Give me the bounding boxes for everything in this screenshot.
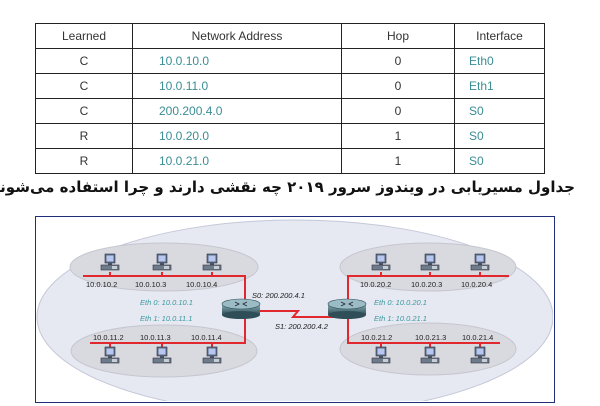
host-label: 10.0.21.3 (415, 333, 446, 342)
cell-interface: S0 (454, 98, 545, 124)
host-label: 10.0.20.4 (461, 280, 492, 289)
cell-learned: C (35, 73, 133, 99)
left-eth0-label: Eth 0: 10.0.10.1 (140, 298, 193, 307)
host-label: 10.0.20.2 (360, 280, 391, 289)
cell-hop: 1 (341, 148, 455, 174)
host-label: 10.0.11.4 (191, 333, 222, 342)
header-hop: Hop (341, 23, 455, 49)
cell-interface: Eth1 (454, 73, 545, 99)
router-left-icon (221, 298, 261, 319)
router-right-icon (327, 298, 367, 319)
cell-hop: 0 (341, 73, 455, 99)
cell-address: 200.200.4.0 (132, 98, 342, 124)
cell-learned: C (35, 48, 133, 74)
right-serial-label: S1: 200.200.4.2 (275, 322, 329, 331)
host-label: 10.0.10.4 (186, 280, 217, 289)
host-label: 10.0.10.3 (135, 280, 166, 289)
right-eth0-label: Eth 0: 10.0.20.1 (374, 298, 427, 307)
cell-address: 10.0.20.0 (132, 123, 342, 149)
host-label: 10.0.11.3 (140, 333, 171, 342)
cell-address: 10.0.11.0 (132, 73, 342, 99)
cell-learned: R (35, 123, 133, 149)
cell-hop: 0 (341, 48, 455, 74)
question-heading: جداول مسیریابی در ویندوز سرور ۲۰۱۹ چه نق… (0, 178, 575, 196)
table-header-row: Learned Network Address Hop Interface (35, 23, 545, 49)
host-label: 10.0.20.3 (411, 280, 442, 289)
cell-interface: S0 (454, 123, 545, 149)
left-serial-label: S0: 200.200.4.1 (252, 291, 305, 300)
cell-hop: 1 (341, 123, 455, 149)
host-label: 10.0.21.2 (361, 333, 392, 342)
header-interface: Interface (454, 23, 545, 49)
network-diagram-svg: 10.0.10.2 10.0.10.3 10.0.10.4 10.0.11.2 … (36, 219, 554, 402)
right-eth1-label: Eth 1: 10.0.21.1 (374, 314, 427, 323)
header-network-address: Network Address (132, 23, 342, 49)
serial-link (258, 310, 336, 318)
cell-hop: 0 (341, 98, 455, 124)
cell-interface: Eth0 (454, 48, 545, 74)
network-diagram: 10.0.10.2 10.0.10.3 10.0.10.4 10.0.11.2 … (35, 216, 555, 403)
cell-interface: S0 (454, 148, 545, 174)
cell-address: 10.0.10.0 (132, 48, 342, 74)
cell-learned: C (35, 98, 133, 124)
cell-address: 10.0.21.0 (132, 148, 342, 174)
host-label: 10.0.11.2 (93, 333, 124, 342)
cell-learned: R (35, 148, 133, 174)
header-learned: Learned (35, 23, 133, 49)
host-label: 10.0.21.4 (462, 333, 493, 342)
host-label: 10.0.10.2 (86, 280, 117, 289)
left-eth1-label: Eth 1: 10.0.11.1 (140, 314, 192, 323)
